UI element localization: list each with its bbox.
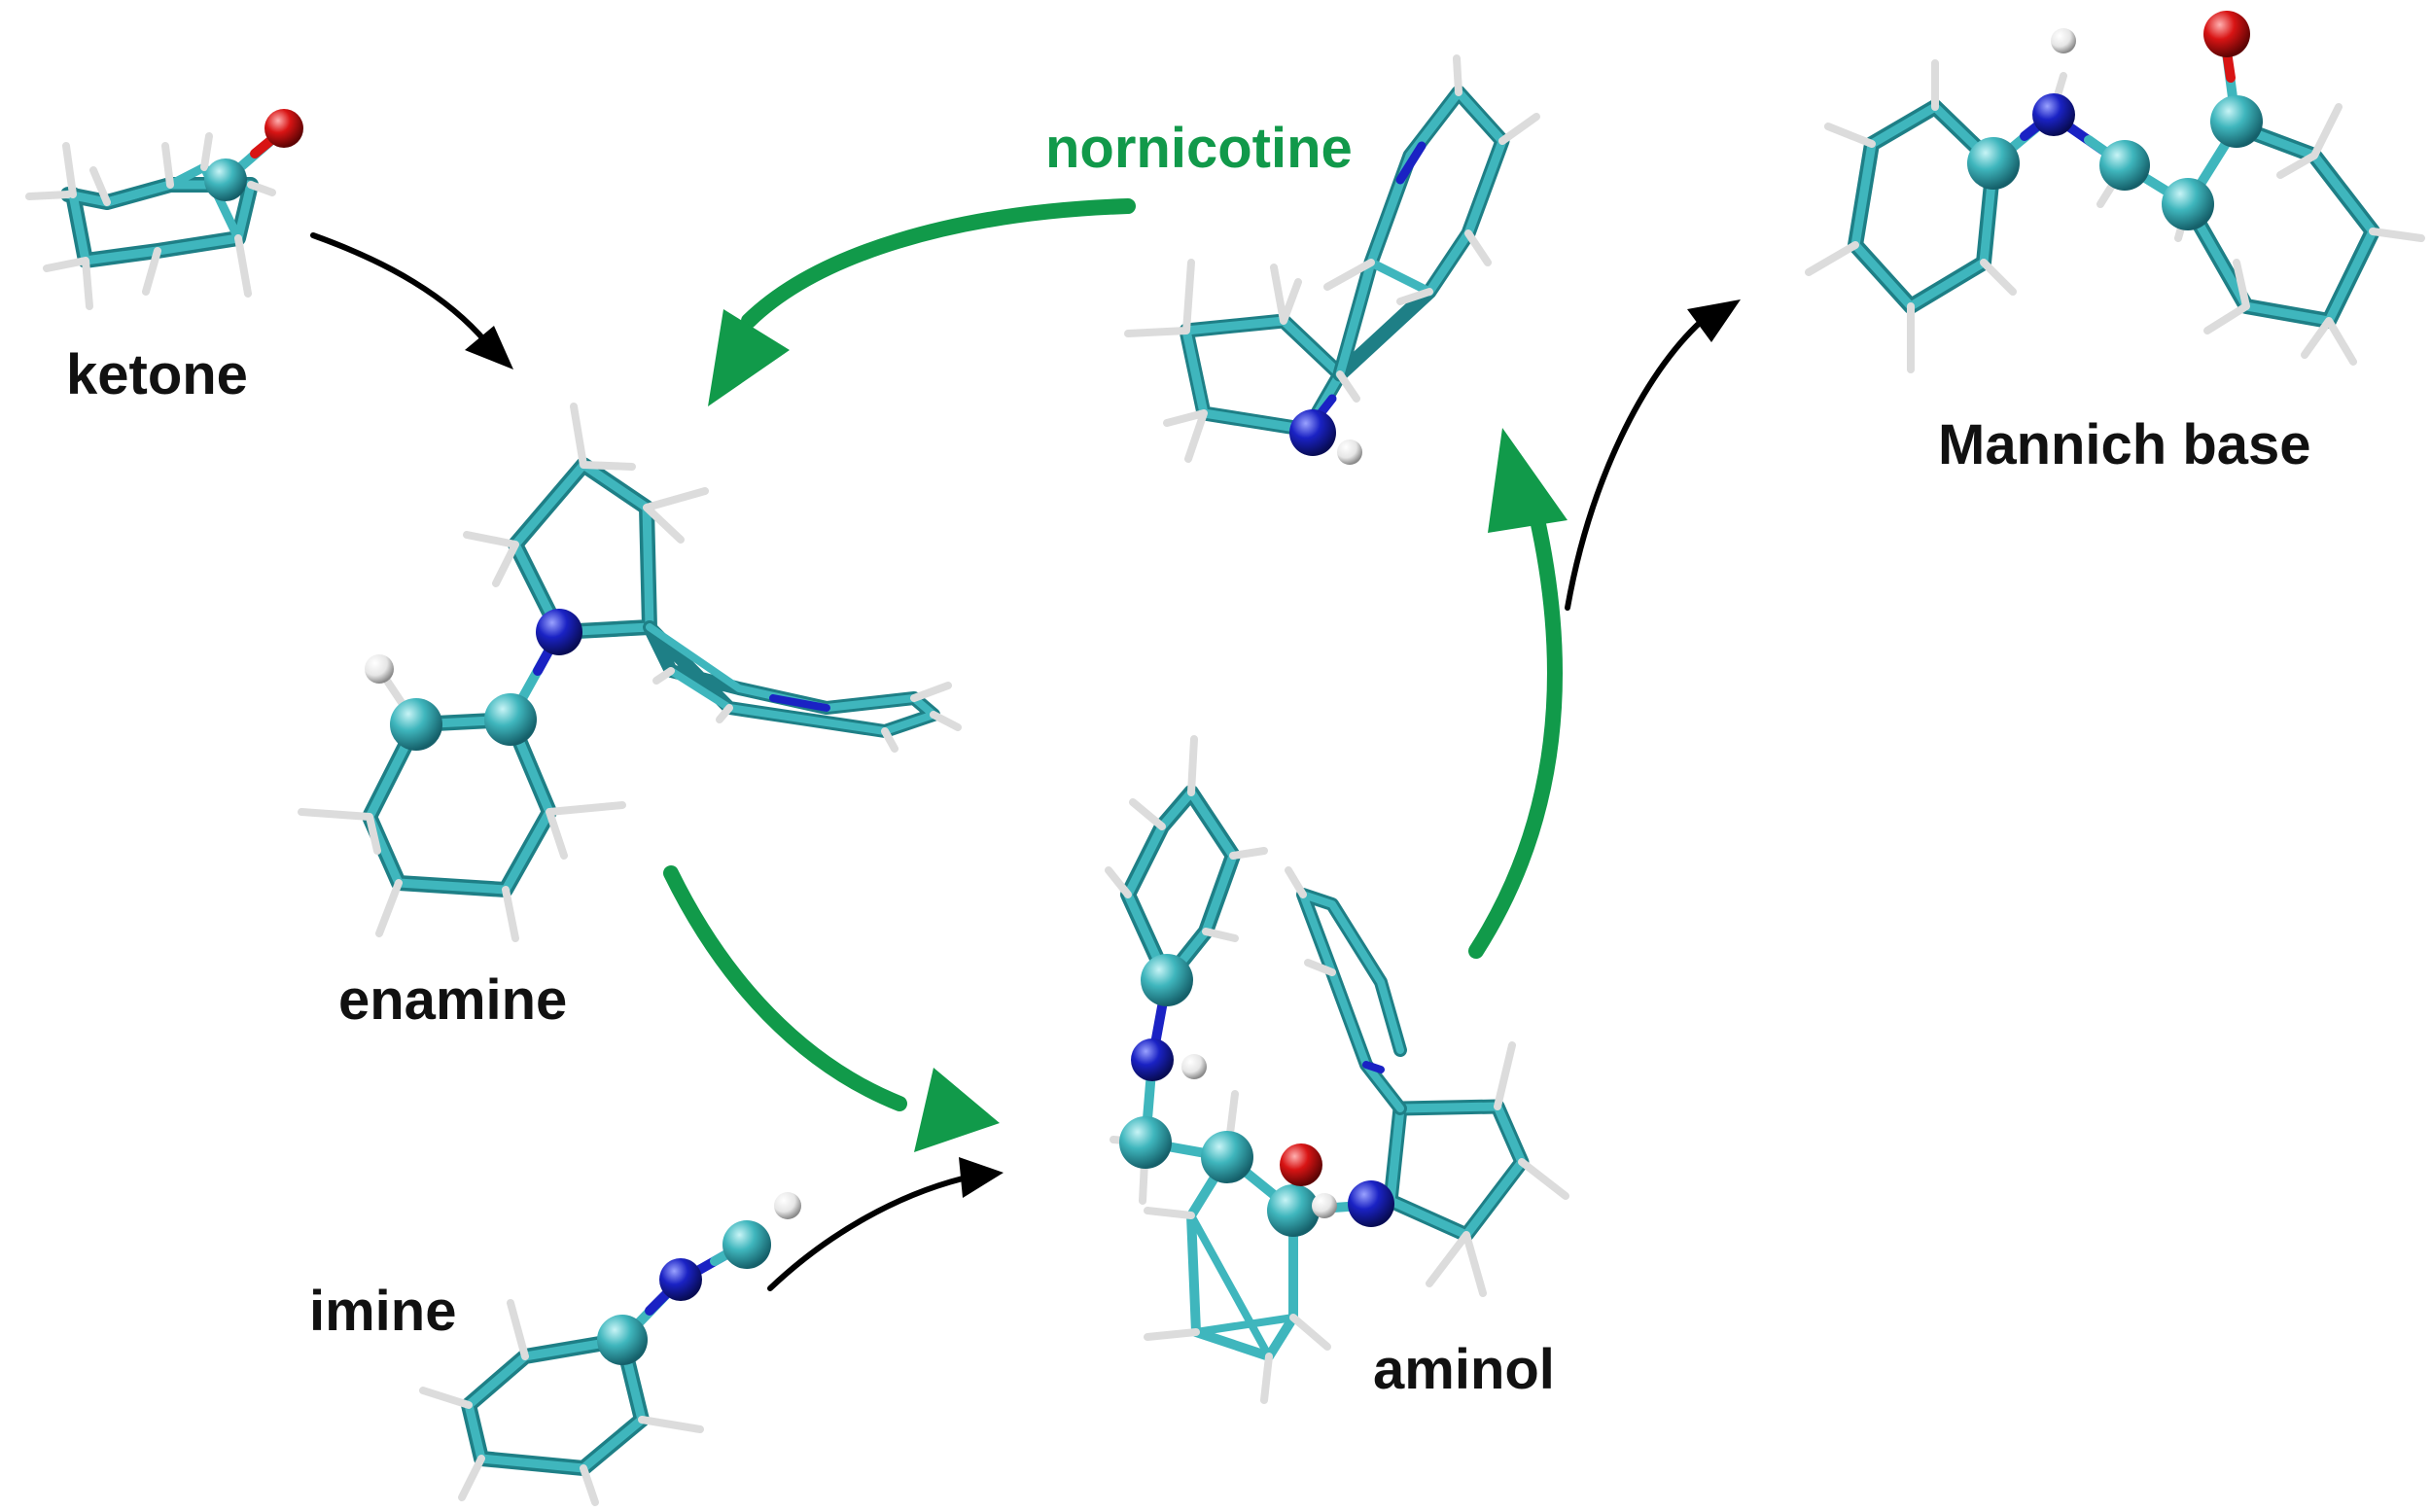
arrow-aminol-to-nornicotine [1468,428,1568,959]
molecule-nornicotine [1124,54,1540,465]
nornicotine-nitrogen-atom [1289,409,1336,456]
label-ketone: ketone [66,343,248,406]
aminol-carbinol-carbon-atom [1267,1184,1320,1237]
aminol-phenyl-carbon-atom [1141,954,1193,1006]
molecule-ketone [25,109,303,310]
ketone-oxygen-atom [264,109,303,148]
molecule-imine [419,1192,801,1506]
aminol-oh-hydrogen-atom [1312,1193,1337,1218]
mannich-oxygen-atom [2203,11,2250,57]
aminol-ring-carbon-atom [1201,1131,1253,1183]
imine-ch-carbon-atom [722,1220,771,1269]
enamine-bonds [298,403,962,942]
arrow-imine-to-aminol [767,1157,1004,1291]
arrow-nornicotine-to-enamine [708,198,1136,406]
aminol-nh-hydrogen-atom [1181,1054,1207,1079]
molecule-aminol [1105,735,1569,1404]
ketone-carbonyl-carbon-atom [204,158,247,201]
ketone-bonds [25,126,287,310]
molecule-mannich-base [1805,11,2425,373]
mannich-carbonyl-carbon-atom [2210,95,2263,148]
arrow-enamine-to-aminol [663,865,1000,1152]
mannich-base-bonds [1805,34,2425,373]
arrows [310,198,1741,1291]
nornicotine-hydrogen-atom [1337,440,1362,465]
arrow-aminol-to-mannich-base [1565,299,1741,611]
label-nornicotine: nornicotine [1045,117,1353,180]
imine-carbon-atom [597,1315,648,1365]
mannich-alpha-carbon-atom [2162,178,2214,230]
imine-hydrogen-atom [774,1192,801,1219]
mannich-phenyl-carbon-atom [1967,137,2020,190]
enamine-nitrogen-atom [536,609,582,655]
label-mannich-base: Mannich base [1938,413,2311,476]
molecule-enamine [298,403,962,942]
enamine-hydrogen-atom [365,654,394,684]
mannich-nh-hydrogen-atom [2051,28,2076,53]
aminol-oxygen-atom [1280,1143,1322,1186]
label-imine: imine [309,1280,457,1343]
arrow-ketone-to-enamine [310,232,513,369]
mannich-nitrogen-atom [2032,93,2075,136]
aminol-pyrrolidine-nitrogen-atom [1348,1180,1394,1227]
mannich-ch2-carbon-atom [2099,140,2150,191]
enamine-carbon-atom-1 [484,693,537,746]
imine-nitrogen-atom [659,1258,702,1301]
aminol-bonds [1105,735,1569,1404]
label-enamine: enamine [338,968,567,1032]
aminol-ch2-carbon-atom [1119,1116,1172,1169]
enamine-carbon-atom-2 [390,698,442,751]
label-aminol: aminol [1373,1338,1555,1401]
aminol-nh-nitrogen-atom [1131,1038,1174,1081]
